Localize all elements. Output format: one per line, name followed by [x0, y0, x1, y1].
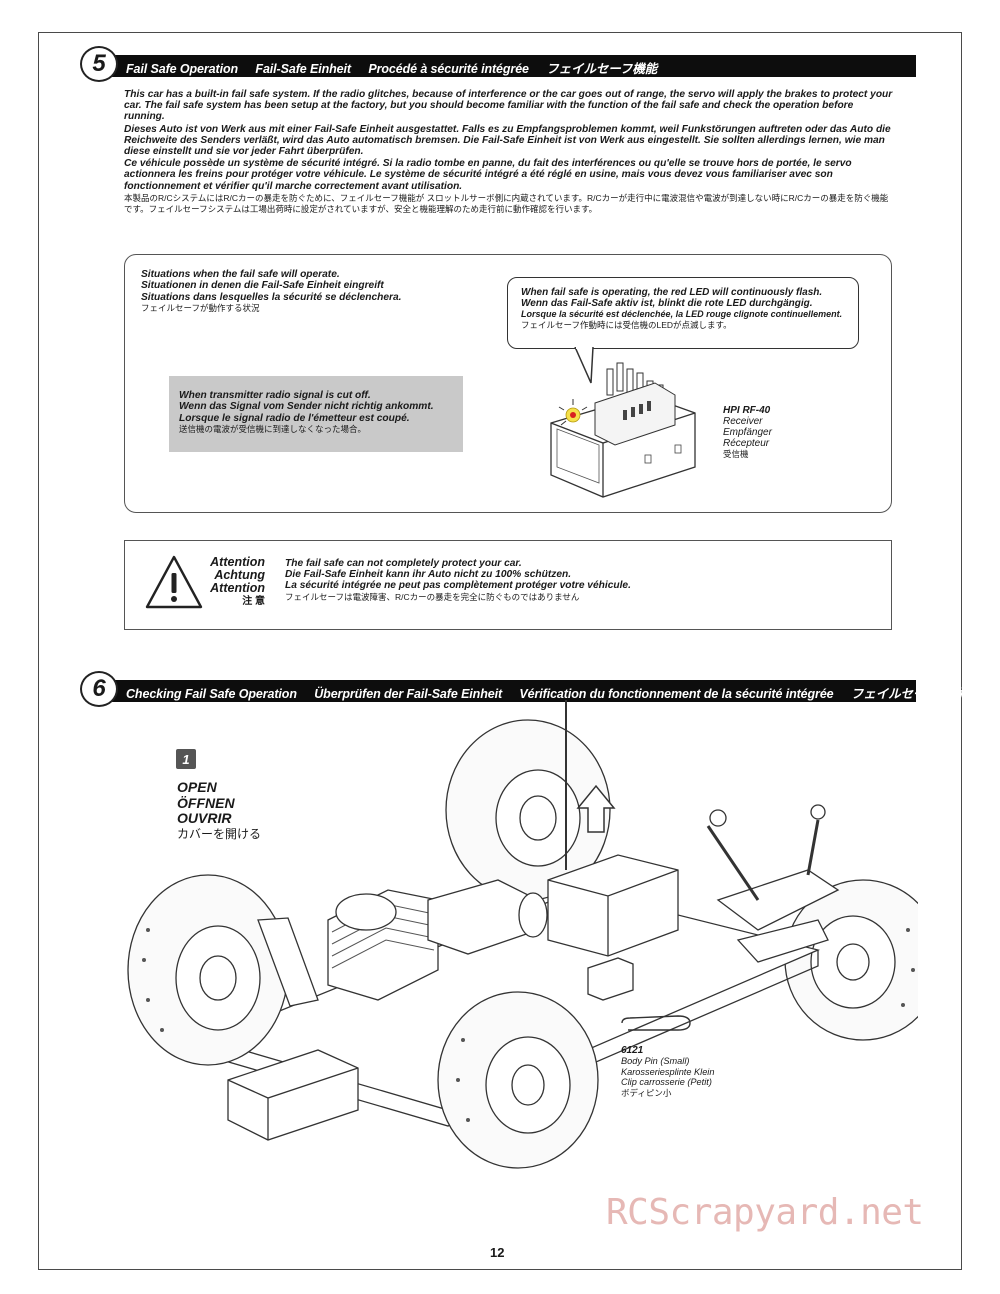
situations-box: Situations when the fail safe will opera…	[124, 254, 892, 513]
led-callout: When fail safe is operating, the red LED…	[507, 277, 859, 349]
receiver-en: Receiver	[723, 416, 763, 427]
part-name-fr: Clip carrosserie (Petit)	[621, 1077, 712, 1088]
signal-cut-de: Wenn das Signal vom Sender nicht richtig…	[179, 401, 434, 413]
receiver-illustration	[550, 362, 696, 498]
section-title-ja: フェイルセーフ機能	[546, 62, 658, 76]
attention-words: Attention Achtung Attention 注 意	[185, 556, 265, 608]
attention-fr: Attention	[210, 581, 265, 595]
section-6-header: 6 Checking Fail Safe Operation Überprüfe…	[80, 671, 999, 707]
receiver-de: Empfänger	[723, 427, 772, 438]
body-pin-icon	[621, 1015, 691, 1031]
section-title-bar: Fail Safe Operation Fail-Safe Einheit Pr…	[110, 55, 916, 77]
section-title-fr: Procédé à sécurité intégrée	[368, 62, 529, 76]
situations-title: Situations when the fail safe will opera…	[141, 269, 401, 314]
open-ja: カバーを開ける	[177, 826, 262, 841]
section-title-bar: Checking Fail Safe Operation Überprüfen …	[110, 680, 999, 702]
receiver-fr: Récepteur	[723, 438, 770, 449]
intro-ja: 本製品のR/CシステムにはR/Cカーの暴走を防ぐために、フェイルセーフ機能が ス…	[124, 192, 889, 214]
attention-de: Achtung	[214, 568, 265, 582]
receiver-label: HPI RF-40 Receiver Empfänger Récepteur 受…	[723, 405, 772, 460]
led-fr: Lorsque la sécurité est déclenchée, la L…	[521, 309, 843, 319]
attention-text-en: The fail safe can not completely protect…	[285, 558, 522, 569]
part-name-en: Body Pin (Small)	[621, 1056, 690, 1067]
signal-cut-en: When transmitter radio signal is cut off…	[179, 390, 371, 401]
intro-en: This car has a built-in fail safe system…	[124, 89, 893, 123]
receiver-ja: 受信機	[723, 449, 749, 459]
truck-illustration	[127, 700, 918, 1169]
situations-en: Situations when the fail safe will opera…	[141, 269, 340, 280]
callout-tail	[574, 347, 594, 384]
section-title-de: Überprüfen der Fail-Safe Einheit	[314, 687, 503, 701]
watermark: RCScrapyard.net	[606, 1192, 924, 1233]
attention-text: The fail safe can not completely protect…	[285, 558, 631, 603]
situations-de: Situationen in denen die Fail-Safe Einhe…	[141, 280, 384, 292]
section-5-header: 5 Fail Safe Operation Fail-Safe Einheit …	[80, 46, 916, 82]
situations-ja: フェイルセーフが動作する状況	[141, 302, 260, 313]
open-de: ÖFFNEN	[177, 794, 235, 811]
intro-text: This car has a built-in fail safe system…	[124, 89, 894, 216]
signal-cut-ja: 送信機の電波が受信機に到達しなくなった場合。	[179, 424, 367, 435]
intro-fr: Ce véhicule possède un système de sécuri…	[124, 158, 852, 192]
warning-triangle-icon	[145, 555, 203, 609]
attention-text-ja: フェイルセーフは電波障害、R/Cカーの暴走を完全に防ぐものではありません	[285, 591, 580, 602]
attention-en: Attention	[210, 555, 265, 569]
section-title-en: Fail Safe Operation	[126, 62, 239, 76]
part-name-de: Karosseriesplinte Klein	[621, 1066, 715, 1077]
open-arrow-icon	[576, 784, 616, 833]
part-name-ja: ボディピン小	[621, 1087, 672, 1098]
led-flash-icon	[558, 399, 588, 426]
led-de: Wenn das Fail-Safe aktiv ist, blinkt die…	[521, 298, 813, 309]
section-number: 5	[80, 46, 118, 82]
section-title-fr: Vérification du fonctionnement de la séc…	[519, 687, 834, 701]
section-number: 6	[80, 671, 118, 707]
attention-ja: 注 意	[242, 596, 265, 607]
attention-text-fr: La sécurité intégrée ne peut pas complèt…	[285, 580, 631, 592]
receiver-model: HPI RF-40	[723, 405, 771, 416]
section-title-de: Fail-Safe Einheit	[255, 62, 351, 76]
situations-fr: Situations dans lesquelles la sécurité s…	[141, 291, 402, 303]
part-number: 6121	[621, 1045, 644, 1056]
section-title-ja: フェイルセーフの動作確認	[850, 687, 999, 701]
open-en: OPEN	[177, 779, 217, 795]
open-label: OPEN ÖFFNEN OUVRIR カバーを開ける	[177, 779, 262, 842]
page-frame	[38, 32, 962, 1270]
attention-box: Attention Achtung Attention 注 意 The fail…	[124, 540, 892, 630]
open-fr: OUVRIR	[177, 810, 232, 826]
signal-cut-fr: Lorsque le signal radio de l'émetteur es…	[179, 412, 410, 424]
led-ja: フェイルセーフ作動時には受信機のLEDが点滅します。	[521, 320, 732, 330]
section-title-en: Checking Fail Safe Operation	[126, 687, 297, 701]
signal-cut-panel: When transmitter radio signal is cut off…	[169, 376, 463, 452]
led-en: When fail safe is operating, the red LED…	[521, 287, 823, 298]
attention-text-de: Die Fail-Safe Einheit kann ihr Auto nich…	[285, 569, 572, 581]
page-number: 12	[490, 1245, 505, 1260]
step-badge: 1	[176, 749, 196, 769]
intro-de: Dieses Auto ist von Werk aus mit einer F…	[124, 123, 891, 158]
body-pin-label: 6121 Body Pin (Small) Karosseriesplinte …	[621, 1045, 715, 1098]
